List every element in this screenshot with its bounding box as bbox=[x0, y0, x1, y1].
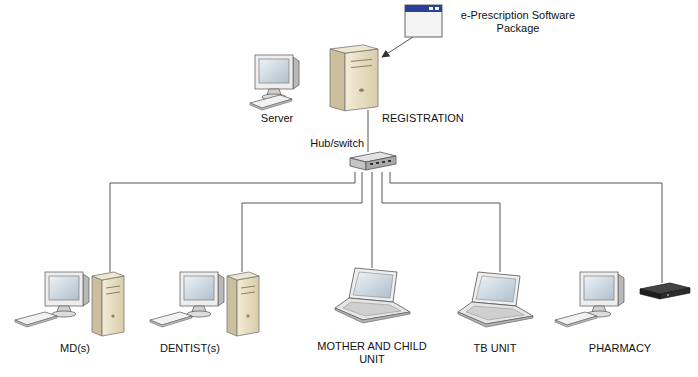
device-node: ServerREGISTRATION bbox=[250, 45, 382, 110]
device-node: TB UNIT bbox=[458, 272, 534, 327]
network-cable bbox=[382, 37, 413, 57]
device-node: MD(s) bbox=[15, 272, 127, 336]
server-tower bbox=[330, 45, 378, 111]
network-cable bbox=[110, 172, 355, 272]
dentist-tower bbox=[227, 272, 259, 336]
device-label: e-Prescription Software Package bbox=[448, 9, 588, 35]
hub-switch-icon bbox=[350, 152, 396, 170]
device-node: MOTHER AND CHILD UNIT bbox=[335, 268, 411, 323]
device-node: PHARMACY bbox=[555, 283, 692, 333]
device-label: PHARMACY bbox=[580, 342, 660, 355]
network-cable bbox=[372, 172, 373, 268]
server-keyboard bbox=[250, 95, 292, 110]
device-node: DENTIST(s) bbox=[150, 272, 262, 336]
pharmacy-keyboard bbox=[555, 312, 597, 327]
pharmacy-monitor bbox=[580, 272, 624, 317]
network-cable bbox=[382, 172, 500, 272]
device-label: MOTHER AND CHILD UNIT bbox=[312, 340, 432, 366]
device-label: Server bbox=[252, 112, 302, 125]
network-cable bbox=[242, 172, 362, 272]
software-window-icon bbox=[405, 5, 442, 37]
pharmacy-router bbox=[640, 283, 690, 299]
device-node: e-Prescription Software Package bbox=[405, 5, 442, 37]
md-tower bbox=[92, 272, 124, 336]
server-monitor bbox=[255, 55, 299, 100]
dentist-monitor bbox=[180, 272, 224, 317]
device-label: DENTIST(s) bbox=[150, 342, 230, 355]
device-node: Hub/switch bbox=[350, 152, 396, 172]
dentist-keyboard bbox=[150, 312, 192, 327]
device-label: MD(s) bbox=[40, 342, 110, 355]
device-label: Hub/switch bbox=[284, 137, 364, 150]
mother-child-laptop bbox=[335, 268, 410, 323]
md-monitor bbox=[45, 272, 89, 317]
device-label: REGISTRATION bbox=[382, 112, 482, 125]
device-label: TB UNIT bbox=[455, 342, 535, 355]
tb-laptop bbox=[458, 272, 533, 327]
md-keyboard bbox=[15, 312, 57, 327]
network-cable bbox=[390, 172, 662, 283]
network-cable bbox=[368, 110, 369, 152]
